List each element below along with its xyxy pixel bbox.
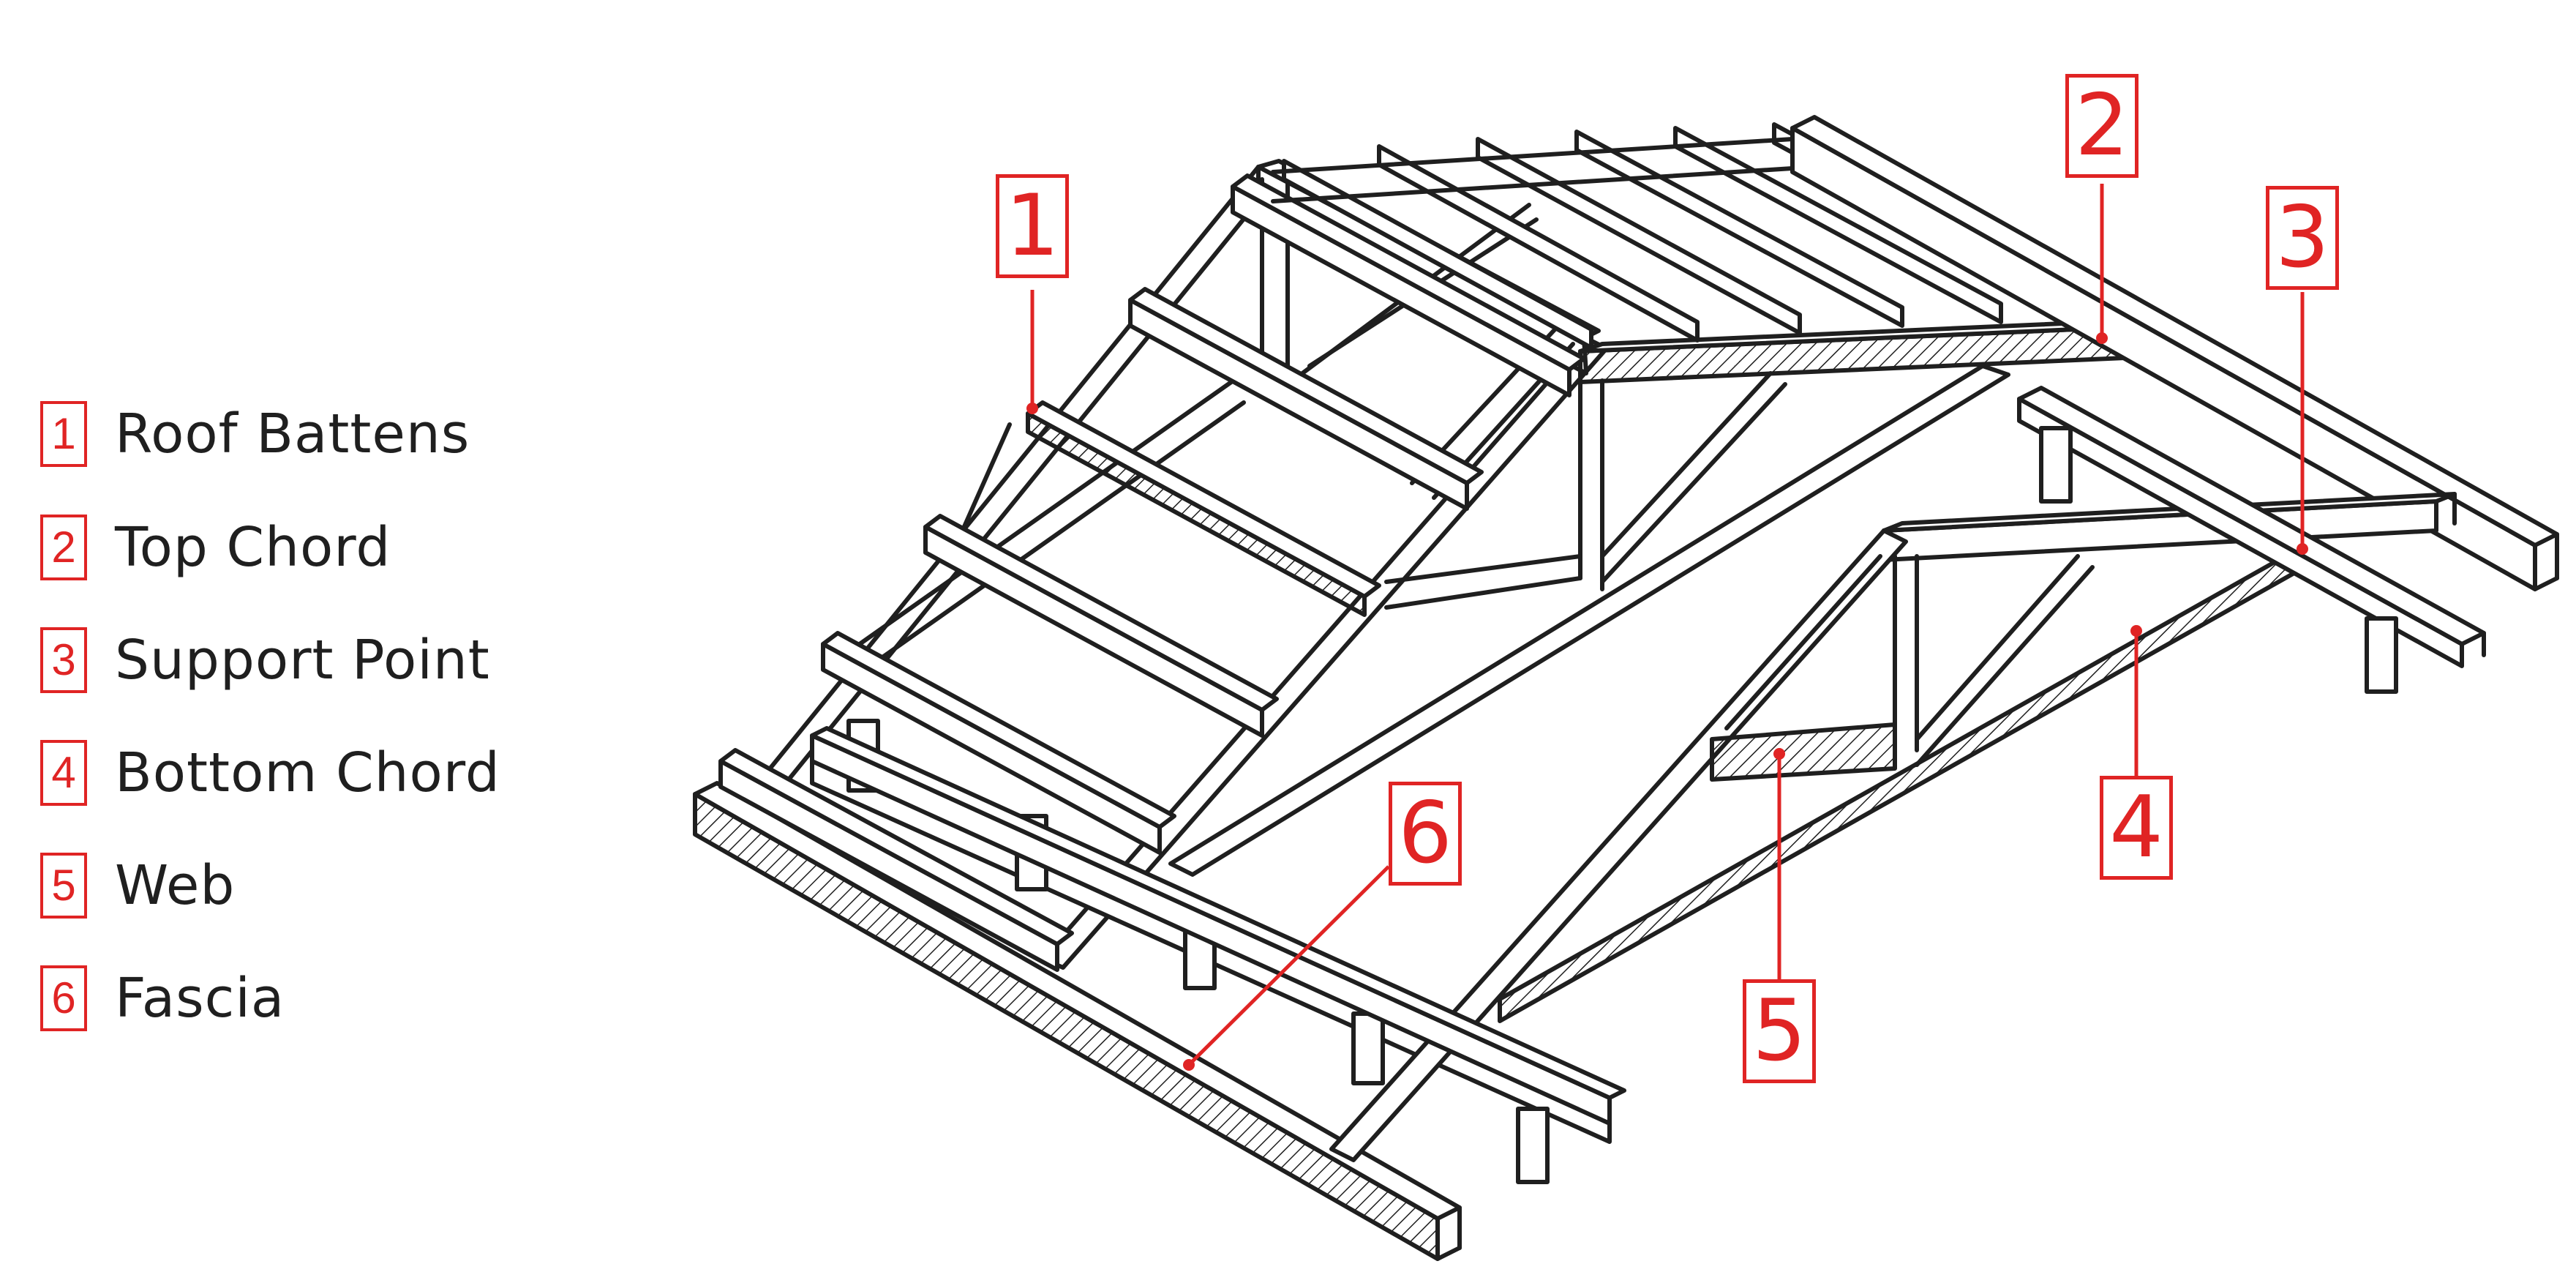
legend-item-top-chord: 2 Top Chord <box>40 515 552 580</box>
legend-item-bottom-chord: 4 Bottom Chord <box>40 740 552 806</box>
gable-truss-right <box>1329 386 2486 1162</box>
callout-1: 1 <box>996 174 1069 278</box>
legend-item-fascia: 6 Fascia <box>40 965 552 1031</box>
legend-number: 4 <box>40 740 87 806</box>
legend-number: 3 <box>40 627 87 693</box>
legend-item-web: 5 Web <box>40 853 552 919</box>
legend-label: Web <box>115 854 236 917</box>
legend-number: 6 <box>40 965 87 1031</box>
legend-label: Fascia <box>115 967 285 1030</box>
legend-number: 1 <box>40 401 87 467</box>
callout-leaders <box>1030 184 2305 1066</box>
callout-anchor-dots <box>1026 332 2308 1071</box>
callout-5: 5 <box>1743 979 1816 1083</box>
legend-number: 5 <box>40 853 87 919</box>
legend-label: Support Point <box>115 629 490 692</box>
wall-posts <box>810 426 2398 1184</box>
callout-6: 6 <box>1389 782 1462 886</box>
roof-battens <box>718 173 1586 972</box>
callout-3: 3 <box>2266 186 2339 290</box>
callout-2: 2 <box>2065 74 2138 178</box>
legend-number: 2 <box>40 515 87 580</box>
legend-item-support-point: 3 Support Point <box>40 627 552 693</box>
callout-4: 4 <box>2100 776 2173 880</box>
rafter-right <box>1790 115 2559 591</box>
interior-truss <box>1168 323 2010 877</box>
legend-item-roof-battens: 1 Roof Battens <box>40 401 552 467</box>
legend-label: Bottom Chord <box>115 741 500 804</box>
legend-label: Roof Battens <box>115 403 470 465</box>
fascia-board <box>693 781 1462 1261</box>
legend-label: Top Chord <box>115 516 391 579</box>
